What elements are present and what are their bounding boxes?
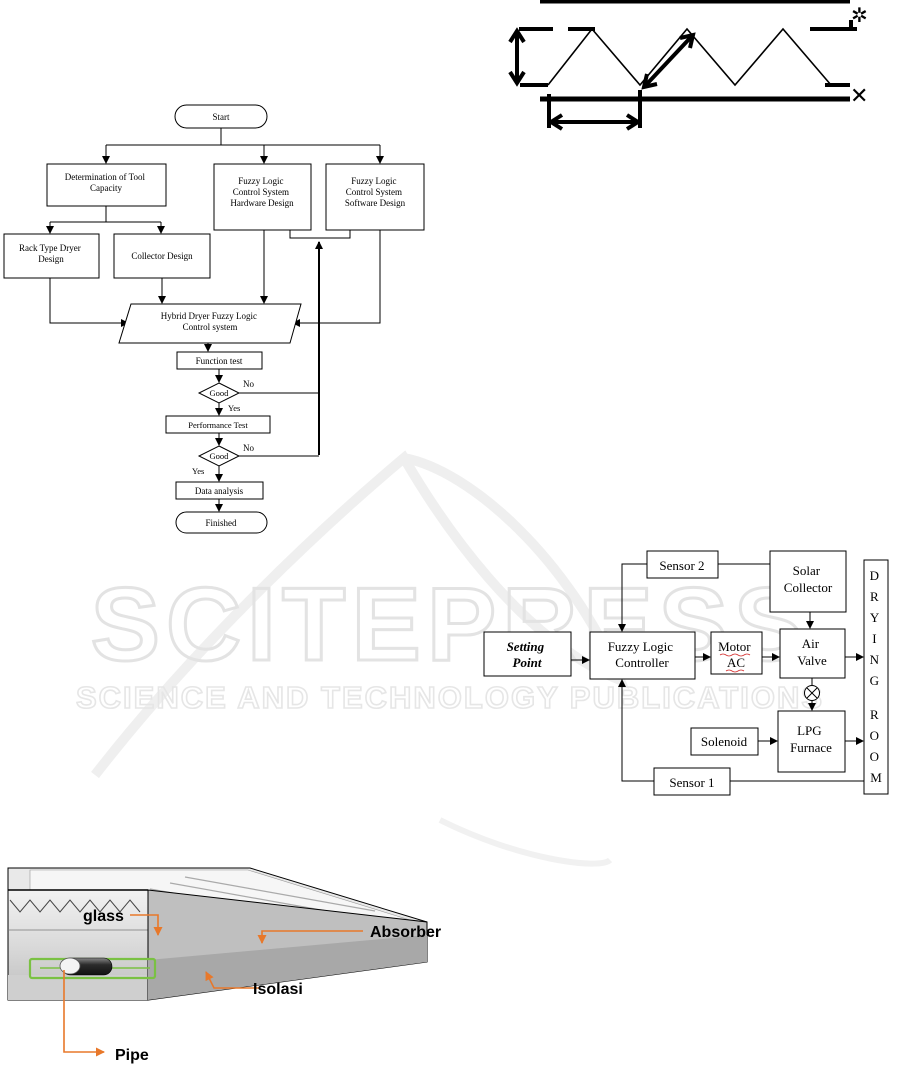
- yes2-label: Yes: [192, 466, 204, 476]
- setting-point-label: Setting Point: [507, 639, 548, 670]
- lpg-furnace-label: LPG Furnace: [790, 723, 832, 755]
- sensor2-label: Sensor 2: [659, 558, 704, 573]
- hybrid-system-label: Hybrid Dryer Fuzzy Logic Control system: [161, 311, 259, 332]
- drying-room-label: D R Y I N G R O O M: [870, 568, 883, 785]
- hardware-design-box: [213, 163, 312, 231]
- drying-room-box: [863, 559, 889, 795]
- watermark-logo-swoosh: [91, 450, 630, 779]
- rack-dryer-box: [3, 233, 100, 279]
- watermark: SCITEPRESS SCIENCE AND TECHNOLOGY PUBLIC…: [75, 450, 824, 867]
- solenoid-label: Solenoid: [701, 734, 748, 749]
- start-label: Start: [213, 112, 230, 122]
- no2-label: No: [243, 443, 254, 453]
- no1-label: No: [243, 379, 254, 389]
- dimension-mark-bottom: ✕: [850, 83, 868, 108]
- good2-label: Good: [210, 451, 230, 461]
- absorber-geometry-diagram: ✲ ✕: [508, 0, 868, 131]
- fuzzy-control-block-diagram: Sensor 2 Solar Collector D R Y I N G R O…: [483, 550, 889, 796]
- watermark-brand: SCITEPRESS: [91, 567, 810, 683]
- motor-ac-label: Motor AC: [718, 639, 754, 670]
- tool-capacity-label: Determination of Tool Capacity: [65, 172, 147, 193]
- isolasi-label: Isolasi: [253, 981, 303, 998]
- glass-label: glass: [83, 908, 124, 925]
- finished-label: Finished: [205, 518, 237, 528]
- finished-terminal: [175, 511, 268, 534]
- air-valve-label: Air Valve: [797, 636, 827, 668]
- performance-test-box: [165, 415, 271, 434]
- software-design-label: Fuzzy Logic Control System Software Desi…: [345, 176, 406, 208]
- hybrid-system-io: [118, 303, 302, 344]
- solar-collector-illustration: glass Absorber Isolasi Pipe: [7, 867, 441, 1064]
- absorber-label: Absorber: [370, 924, 441, 941]
- hardware-design-label: Fuzzy Logic Control System Hardware Desi…: [230, 176, 294, 208]
- rack-dryer-label: Rack Type Dryer Design: [19, 243, 83, 264]
- solar-collector-label: Solar Collector: [784, 563, 833, 595]
- research-flowchart: Start Determination of Tool Capacity Fuz…: [3, 104, 425, 534]
- sensor1-box: [653, 767, 731, 796]
- dimension-mark-top: ✲: [851, 5, 868, 27]
- pipe-label: Pipe: [115, 1047, 149, 1064]
- setting-point-box: [483, 631, 572, 677]
- air-valve-box: [779, 628, 846, 679]
- function-test-label: Function test: [196, 356, 243, 366]
- lpg-furnace-box: [777, 710, 846, 773]
- collector-design-label: Collector Design: [131, 251, 193, 261]
- sensor2-box: [646, 550, 719, 579]
- sensor1-label: Sensor 1: [669, 775, 714, 790]
- collector-design-box: [113, 233, 211, 279]
- watermark-tagline: SCIENCE AND TECHNOLOGY PUBLICATIONS: [76, 680, 824, 715]
- software-design-box: [325, 163, 425, 231]
- fuzzy-controller-box: [589, 631, 696, 680]
- solar-collector-box: [769, 550, 847, 613]
- yes1-label: Yes: [228, 403, 240, 413]
- motor-ac-box: [710, 631, 763, 675]
- performance-test-label: Performance Test: [188, 420, 248, 430]
- fuzzy-controller-label: Fuzzy Logic Controller: [608, 639, 677, 670]
- good1-label: Good: [210, 388, 230, 398]
- data-analysis-label: Data analysis: [195, 486, 244, 496]
